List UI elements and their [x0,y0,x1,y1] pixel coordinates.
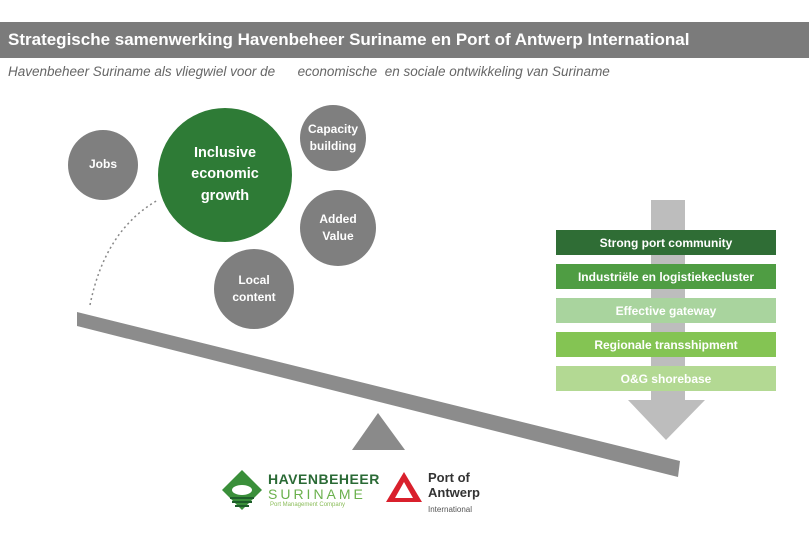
circle-jobs: Jobs [68,130,138,200]
fulcrum-triangle [352,413,405,450]
box-effective-gateway: Effective gateway [556,298,776,323]
circle-label: Added Value [319,211,357,243]
title-bar: Strategische samenwerking Havenbeheer Su… [0,22,809,58]
circle-label: Inclusive economic growth [191,145,259,204]
box-og-shorebase: O&G shorebase [556,366,776,391]
dotted-arc [89,199,159,306]
logo-text: HAVENBEHEER [268,471,380,487]
circle-label: Jobs [88,157,117,172]
seesaw-beam [77,312,680,477]
logo-text: Antwerp [428,485,480,500]
circle-label: Capacity building [307,121,359,153]
circle-local-content: Local content [214,249,294,329]
subtitle: Havenbeheer Suriname als vliegwiel voor … [8,64,610,79]
logo-text: International [428,505,473,514]
havenbeheer-emblem-icon [222,470,262,510]
antwerp-emblem-icon [386,472,422,502]
circle-label: Local content [232,272,276,304]
page-title: Strategische samenwerking Havenbeheer Su… [8,30,690,49]
box-industrial-cluster: Industriële en logistiekecluster [556,264,776,289]
circle-capacity-building: Capacity building [300,105,366,171]
circle-inclusive-growth: Inclusive economic growth [158,108,292,242]
box-regional-transshipment: Regionale transshipment [556,332,776,357]
logo-text: Port Management Company [270,502,346,508]
circle-added-value: Added Value [300,190,376,266]
logo-text: SURINAME [268,486,366,502]
box-strong-port-community: Strong port community [556,230,776,255]
logo-text: Port of [428,470,470,485]
